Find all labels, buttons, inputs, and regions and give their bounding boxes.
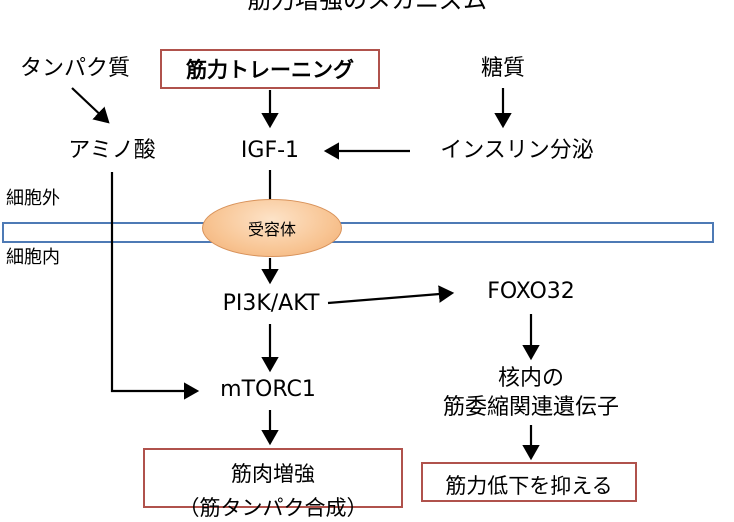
- connector-arrows: [71, 87, 540, 461]
- node-training-box: 筋力トレーニング: [160, 49, 380, 89]
- node-training: 筋力トレーニング: [186, 58, 354, 82]
- node-foxo32: FOXO32: [487, 279, 575, 304]
- node-sugar: 糖質: [480, 56, 526, 81]
- node-decline-box: 筋力低下を抑える: [421, 462, 637, 502]
- node-insulin: インスリン分泌: [440, 138, 594, 163]
- node-muscle-box: 筋肉増強 （筋タンパク合成）: [143, 448, 403, 520]
- label-intracellular: 細胞内: [6, 247, 60, 268]
- node-muscle-line1: 筋肉増強: [231, 462, 315, 486]
- arrow-amino-to-mtorc1: [110, 172, 200, 400]
- label-extracellular: 細胞外: [6, 188, 60, 209]
- mechanism-diagram: 筋力増強のメカニズム タンパク質 筋力トレーニング 糖質 ア: [2, 0, 714, 520]
- node-pi3k-akt: PI3K/AKT: [222, 291, 320, 316]
- node-protein: タンパク質: [19, 56, 131, 81]
- arrow-pi3k-to-foxo: [327, 285, 455, 305]
- cell-membrane: [2, 222, 714, 243]
- node-nucleus-line1: 核内の: [497, 366, 565, 391]
- diagram-title: 筋力増強のメカニズム: [247, 0, 487, 14]
- node-decline: 筋力低下を抑える: [445, 474, 613, 498]
- node-muscle-line2: （筋タンパク合成）: [178, 496, 368, 520]
- node-nucleus-line2: 筋委縮関連遺伝子: [442, 395, 620, 420]
- receptor-label: 受容体: [247, 220, 296, 239]
- arrow-protein-to-amino: [71, 87, 110, 124]
- node-receptor: 受容体: [202, 199, 342, 257]
- node-amino-acid: アミノ酸: [68, 138, 156, 163]
- node-igf1: IGF-1: [240, 138, 300, 163]
- node-mtorc1: mTORC1: [220, 377, 316, 402]
